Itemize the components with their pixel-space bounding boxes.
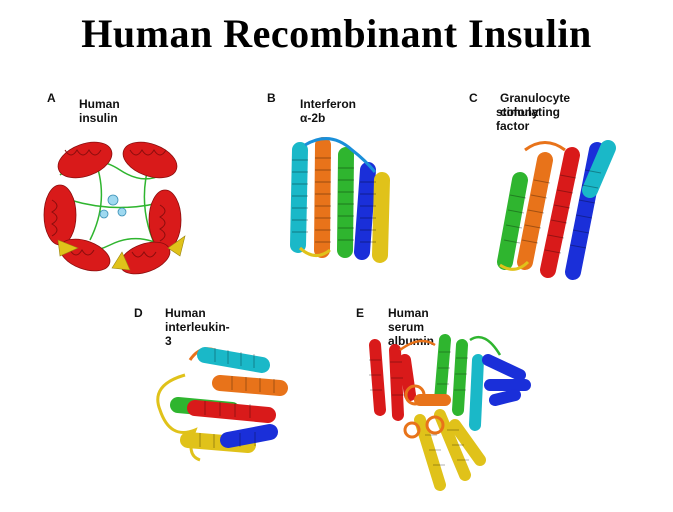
panel-a-letter: A bbox=[47, 91, 56, 105]
panel-e-letter: E bbox=[356, 306, 365, 320]
panel-c-label-line1: Granulocyte colony bbox=[500, 91, 571, 119]
panel-b-label: Interferon α-2b bbox=[300, 97, 357, 125]
panel-e-label: Human serum albumin bbox=[388, 306, 435, 348]
panel-c-letter: C bbox=[469, 91, 478, 105]
panel-d-letter: D bbox=[134, 306, 143, 320]
panel-d-label: Human interleukin-3 bbox=[165, 306, 230, 348]
panel-b-letter: B bbox=[267, 91, 276, 105]
panel-c-label-line2: stimulating factor bbox=[496, 105, 561, 133]
page-title: Human Recombinant Insulin bbox=[81, 11, 592, 56]
panel-a-label: Human insulin bbox=[79, 97, 120, 125]
